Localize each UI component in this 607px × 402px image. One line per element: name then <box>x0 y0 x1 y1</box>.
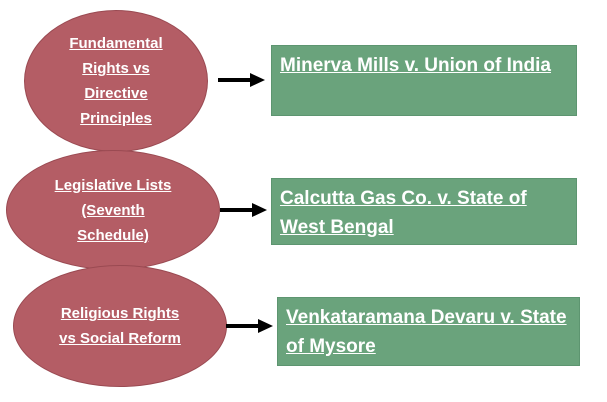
case-label: Minerva Mills v. Union of India <box>280 55 551 76</box>
case-box-minerva-mills: Minerva Mills v. Union of India <box>271 45 577 116</box>
arrow-right-icon <box>220 203 267 217</box>
arrow-right-icon <box>226 319 273 333</box>
case-box-calcutta-gas: Calcutta Gas Co. v. State of West Bengal <box>271 178 577 245</box>
case-box-venkataramana: Venkataramana Devaru v. State of Mysore <box>277 297 580 366</box>
topic-ellipse-fundamental-rights: Fundamental Rights vs Directive Principl… <box>24 10 208 152</box>
topic-label: Legislative Lists (Seventh Schedule) <box>54 176 172 244</box>
case-label: Calcutta Gas Co. v. State of West Bengal <box>280 188 527 238</box>
topic-ellipse-religious-rights: Religious Rights vs Social Reform <box>13 265 227 387</box>
topic-label: Religious Rights vs Social Reform <box>59 305 181 347</box>
topic-label: Fundamental Rights vs Directive Principl… <box>69 35 163 127</box>
topic-ellipse-legislative-lists: Legislative Lists (Seventh Schedule) <box>6 150 220 270</box>
case-label: Venkataramana Devaru v. State of Mysore <box>286 307 567 357</box>
arrow-right-icon <box>218 73 265 87</box>
